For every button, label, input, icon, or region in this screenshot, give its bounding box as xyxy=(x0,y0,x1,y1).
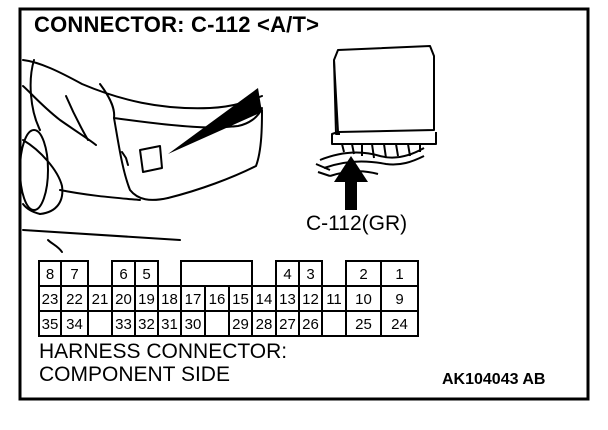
pin-label: 19 xyxy=(138,291,155,308)
pin-label: 3 xyxy=(306,266,314,283)
pin-label: 31 xyxy=(161,316,178,333)
pin-cell xyxy=(298,310,323,337)
harness-caption: HARNESS CONNECTOR: COMPONENT SIDE xyxy=(39,340,287,386)
pin-label: 30 xyxy=(185,316,202,333)
pin-label: 21 xyxy=(92,291,109,308)
pin-label: 13 xyxy=(279,291,296,308)
page-title: CONNECTOR: C-112 <A/T> xyxy=(34,12,320,37)
pin-label: 17 xyxy=(185,291,202,308)
pin-label: 28 xyxy=(256,316,273,333)
pin-label: 26 xyxy=(302,316,319,333)
pin-cell xyxy=(180,310,206,337)
pin-label: 9 xyxy=(395,291,403,308)
pin-label: 27 xyxy=(279,316,296,333)
figure-code: AK104043 AB xyxy=(442,371,546,388)
harness-caption-line1: HARNESS CONNECTOR: xyxy=(39,340,288,363)
pin-cell xyxy=(60,310,89,337)
harness-caption-line2: COMPONENT SIDE xyxy=(39,363,230,386)
pin-label: 34 xyxy=(66,316,83,333)
pin-label: 14 xyxy=(256,291,273,308)
connector-arrow xyxy=(334,156,368,210)
dashboard-illustration xyxy=(19,59,263,253)
pin-label: 15 xyxy=(232,291,249,308)
pin-label: 16 xyxy=(209,291,226,308)
pin-cell xyxy=(380,310,419,337)
location-pointer xyxy=(168,88,262,154)
pin-label: 18 xyxy=(161,291,178,308)
pin-label: 10 xyxy=(355,291,372,308)
pin-label: 12 xyxy=(302,291,319,308)
connector-label: C-112(GR) xyxy=(306,212,408,235)
pin-label: 5 xyxy=(142,266,150,283)
pin-label: 33 xyxy=(115,316,132,333)
pin-label: 1 xyxy=(395,266,403,283)
pin-label: 8 xyxy=(46,266,54,283)
pin-label: 29 xyxy=(232,316,249,333)
pin-label: 6 xyxy=(119,266,127,283)
pin-label: 22 xyxy=(66,291,83,308)
pin-label: 4 xyxy=(283,266,291,283)
pin-label: 25 xyxy=(355,316,372,333)
pin-label: 11 xyxy=(326,291,342,308)
pin-label: 23 xyxy=(42,291,59,308)
ecu-module xyxy=(315,45,437,177)
pin-label: 2 xyxy=(359,266,367,283)
pin-label: 7 xyxy=(70,266,78,283)
pin-label: 32 xyxy=(138,316,155,333)
pin-label: 24 xyxy=(391,316,408,333)
pin-label: 20 xyxy=(115,291,132,308)
diagram-border xyxy=(18,7,590,401)
pin-label: 35 xyxy=(42,316,59,333)
